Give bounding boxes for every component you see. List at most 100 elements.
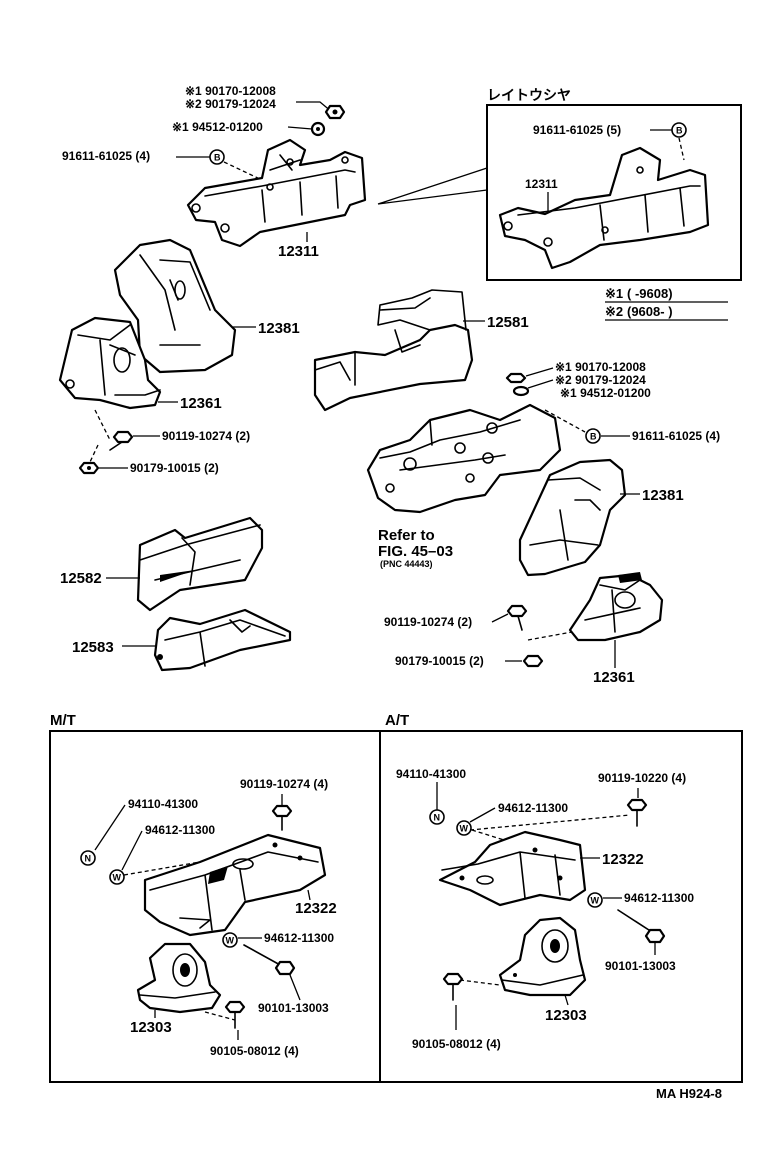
- pad-12582: [136, 516, 264, 612]
- inset-pointer: [377, 167, 488, 205]
- label-12361-left: 12361: [180, 395, 222, 412]
- bolt-icon: [626, 798, 648, 827]
- crossmember-12322-at: [438, 830, 587, 907]
- inset-title: レイトウシヤ: [487, 88, 571, 104]
- inset-box: [486, 104, 742, 281]
- legend-mark-2: ※2: [605, 304, 623, 319]
- label-12582: 12582: [60, 570, 102, 587]
- leader-line: [491, 613, 509, 623]
- label-mt-94110-41300: 94110-41300: [128, 797, 198, 811]
- refer-line-2: FIG. 45–03: [378, 543, 453, 560]
- bolt-icon: [442, 972, 464, 1001]
- label-90179-12024-right: ※2 90179-12024: [555, 373, 646, 387]
- label-mt-90119-10274: 90119-10274 (4): [240, 777, 328, 791]
- crossmember-12322-mt: [143, 833, 327, 937]
- svg-text:W: W: [591, 896, 600, 906]
- label-90119-10274-left: 90119-10274 (2): [162, 429, 250, 443]
- label-12381-right: 12381: [642, 487, 684, 504]
- leader-line: [469, 807, 496, 823]
- label-90170-12008-right: ※1 90170-12008: [555, 360, 646, 374]
- label-12581: 12581: [487, 314, 529, 331]
- label-90119-10274-right: 90119-10274 (2): [384, 615, 472, 629]
- label-at-90105-08012: 90105-08012 (4): [412, 1037, 501, 1051]
- washer-symbol-icon: W: [456, 820, 472, 836]
- dash-line: [89, 409, 111, 463]
- leader-line: [307, 889, 311, 901]
- mt-title: M/T: [50, 712, 76, 729]
- washer-icon: [310, 121, 326, 137]
- label-mt-12303: 12303: [130, 1019, 172, 1036]
- svg-text:W: W: [226, 936, 235, 946]
- label-94512-01200-top: ※1 94512-01200: [172, 120, 263, 134]
- label-at-12322: 12322: [602, 851, 644, 868]
- washer-symbol-icon: W: [222, 932, 238, 948]
- label-90179-10015-left: 90179-10015 (2): [130, 461, 219, 475]
- label-mt-94612-11300-b: 94612-11300: [264, 931, 334, 945]
- refer-line-1: Refer to: [378, 527, 435, 544]
- mount-12381-right: [518, 458, 627, 577]
- label-mt-90101-13003: 90101-13003: [258, 1001, 329, 1015]
- label-at-12303: 12303: [545, 1007, 587, 1024]
- svg-text:N: N: [434, 813, 441, 823]
- label-90179-10015-right: 90179-10015 (2): [395, 654, 484, 668]
- mount-12303-at: [498, 916, 587, 997]
- label-12583: 12583: [72, 639, 114, 656]
- leader-line: [289, 974, 301, 1001]
- label-at-94612-11300-b: 94612-11300: [624, 891, 694, 905]
- bolt-icon: [243, 944, 296, 976]
- leader-line: [525, 367, 554, 389]
- nut-icon: [78, 461, 100, 475]
- svg-text:B: B: [676, 126, 683, 136]
- label-91611-61025-inset: 91611-61025 (5): [533, 123, 621, 137]
- leader-line: [94, 804, 126, 851]
- refer-pnc: (PNC 44443): [380, 559, 433, 569]
- mount-12381-left: [113, 238, 237, 374]
- diagram-code: MA H924-8: [656, 1086, 722, 1101]
- bolt-icon: [506, 604, 528, 631]
- legend-range-1: ( -9608): [627, 286, 673, 301]
- washer-symbol-icon: W: [109, 869, 125, 885]
- dash-line: [469, 814, 631, 846]
- bolt-icon: [617, 909, 666, 944]
- label-mt-90105-08012: 90105-08012 (4): [210, 1044, 299, 1058]
- bolt-icon: [271, 804, 293, 831]
- bolt-symbol-icon: B: [209, 149, 225, 165]
- label-12381-left: 12381: [258, 320, 300, 337]
- dash-line: [678, 137, 685, 161]
- nut-symbol-icon: N: [429, 809, 445, 825]
- label-at-90101-13003: 90101-13003: [605, 959, 676, 973]
- bracket-12311: [186, 138, 367, 248]
- label-12311-inset: 12311: [525, 177, 558, 191]
- dash-line: [204, 1011, 236, 1021]
- bracket-12311-inset: [498, 146, 710, 270]
- nut-icon: [522, 654, 544, 668]
- label-mt-94612-11300-a: 94612-11300: [145, 823, 215, 837]
- label-at-94110-41300: 94110-41300: [396, 767, 466, 781]
- label-mt-12322: 12322: [295, 900, 337, 917]
- nut-symbol-icon: N: [80, 850, 96, 866]
- dash-line: [527, 631, 573, 641]
- washer-symbol-icon: W: [587, 892, 603, 908]
- label-at-94612-11300-a: 94612-11300: [498, 801, 568, 815]
- leader-line: [287, 126, 313, 130]
- dash-line: [459, 979, 501, 986]
- at-title: A/T: [385, 712, 409, 729]
- bolt-symbol-icon: B: [585, 428, 601, 444]
- bolt-symbol-icon: B: [671, 122, 687, 138]
- svg-text:B: B: [214, 153, 221, 163]
- dash-line: [223, 161, 263, 181]
- nut-icon: [505, 372, 527, 384]
- svg-text:B: B: [590, 432, 597, 442]
- washer-icon: [512, 385, 530, 397]
- mount-12303-mt: [136, 942, 222, 1014]
- svg-text:N: N: [85, 854, 92, 864]
- label-91611-61025-b: 91611-61025 (4): [632, 429, 720, 443]
- dash-line: [123, 861, 201, 876]
- label-12361-right: 12361: [593, 669, 635, 686]
- dash-line: [544, 409, 586, 433]
- nut-icon: [324, 104, 346, 120]
- svg-text:W: W: [460, 824, 469, 834]
- at-box: [379, 730, 743, 1083]
- bolt-icon: [224, 1000, 246, 1029]
